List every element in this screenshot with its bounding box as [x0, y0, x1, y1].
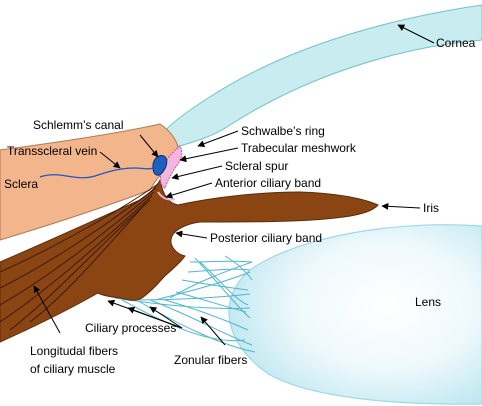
label-trabecular-meshwork: Trabecular meshwork — [241, 141, 357, 155]
label-schlemms-canal: Schlemm’s canal — [33, 118, 123, 132]
label-zonular-fibers: Zonular fibers — [174, 353, 247, 367]
label-iris: Iris — [423, 201, 439, 215]
ciliary-muscle-fiber-lines — [0, 183, 159, 331]
label-longitudinal-fibers-line1: Longitudal fibers — [30, 344, 118, 358]
schlemms-canal-shape — [152, 155, 168, 176]
leader-lines — [33, 24, 435, 346]
lens-shape — [228, 224, 482, 405]
label-posterior-ciliary-band: Posterior ciliary band — [210, 231, 322, 245]
label-longitudinal-fibers-line2: of ciliary muscle — [30, 362, 116, 376]
label-anterior-ciliary-band: Anterior ciliary band — [215, 176, 321, 190]
label-lens: Lens — [415, 295, 441, 309]
label-schwalbes-ring: Schwalbe’s ring — [241, 124, 325, 138]
transscleral-vein-line — [39, 167, 154, 179]
label-transscleral-vein: Transscleral vein — [7, 144, 97, 158]
label-cornea: Cornea — [436, 36, 476, 50]
zonular-fibers-lines — [114, 255, 256, 353]
trabecular-meshwork-shape — [159, 145, 183, 189]
label-ciliary-processes: Ciliary processes — [85, 321, 176, 335]
label-scleral-spur: Scleral spur — [225, 159, 288, 173]
label-sclera: Sclera — [4, 177, 38, 191]
